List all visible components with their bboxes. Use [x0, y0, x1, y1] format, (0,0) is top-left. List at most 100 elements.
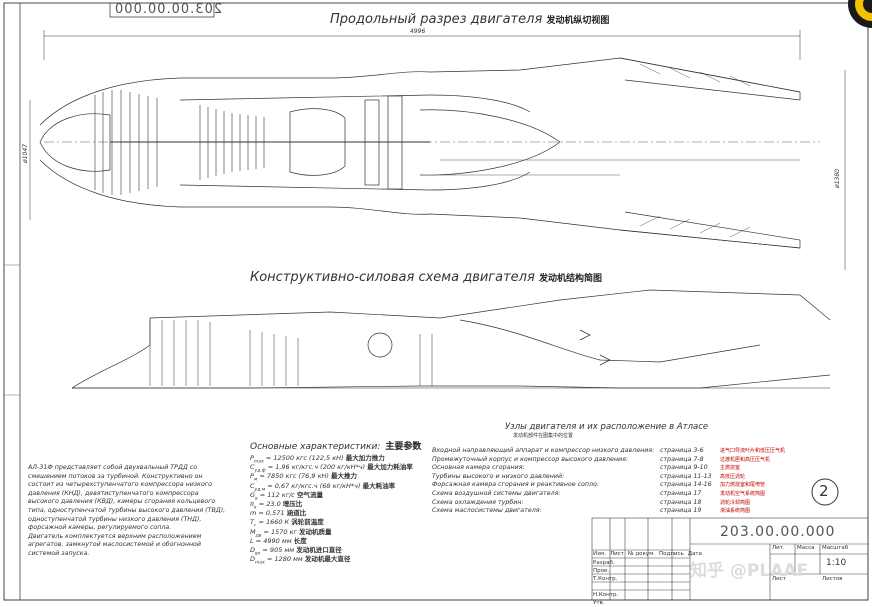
assembly-text: Схема охлаждения турбин: [432, 498, 524, 506]
seal-icon [848, 0, 872, 28]
spec-value: = 4990 мм [255, 536, 292, 545]
spec-row: Cуд.ф = 1,96 кг/кгс.ч (200 кг/кН*ч) 最大加力… [250, 463, 413, 474]
spec-symbol: C [250, 463, 255, 472]
spec-value: = 1,96 кг/кгс.ч (200 кг/кН*ч) [267, 463, 366, 472]
assembly-text: Входной направляющий аппарат и компрессо… [432, 447, 655, 454]
assembly-row: Схема маслосистемы двигателя: страница 19… [432, 507, 792, 516]
spec-subscript: уд.ф [254, 468, 266, 474]
assembly-text: Промежуточный корпус и компрессор высоко… [432, 455, 629, 463]
scheme-title-ru: Конструктивно-силовая схема двигателя [250, 270, 535, 285]
title-block-role: Разраб. [593, 560, 615, 566]
dimension-diameter-left: ø1047 [21, 144, 29, 163]
description-line: системой запуска. [28, 549, 90, 557]
assembly-row: Схема воздушной системы двигателя:страни… [432, 490, 792, 499]
spec-cn: 增压比 [282, 499, 303, 508]
spec-subscript: в [255, 496, 258, 502]
spec-row: πк = 23,0 增压比 [250, 499, 413, 511]
title-block-code: 203.00.00.000 [720, 524, 836, 540]
assembly-cn: 高低压涡轮 [720, 473, 746, 480]
scheme-title: Конструктивно-силовая схема двигателя 发动… [250, 270, 602, 285]
spec-symbol: G [250, 490, 256, 499]
assembly-page: страница 19 [660, 507, 702, 515]
spec-subscript: max [255, 560, 265, 566]
spec-subscript: вх [255, 551, 261, 557]
specs-heading-ru: Основные характеристики: [250, 442, 381, 452]
assembly-row: Турбины высокого и низкого давлений:стра… [432, 473, 792, 482]
title-block-role: Н.Контр. [593, 592, 619, 598]
assembly-cn: 进气口导流叶片和低压压气机 [720, 448, 786, 454]
spec-symbol: π [250, 499, 254, 508]
description-line: Двигатель комплектуется верхним располож… [28, 532, 202, 540]
structural-scheme-drawing [71, 289, 831, 389]
assembly-page: страница 3-6 [660, 447, 704, 454]
spec-value: = 0,571 [258, 509, 285, 518]
spec-value: = 1280 мм [266, 555, 303, 564]
assembly-text: Форсажная камера сгорания и реактивное с… [432, 481, 600, 489]
spec-row: L = 4990 мм 长度 [250, 537, 413, 546]
title-block-header: Масштаб [822, 545, 849, 551]
description-line: агрегатов, замкнутой маслосистемой и обо… [28, 541, 202, 549]
title-block-column-label: Изм. [593, 551, 606, 557]
assembly-page: страница 14-16 [660, 481, 712, 489]
title-block-role: Утв. [593, 600, 605, 606]
assembly-row: Форсажная камера сгорания и реактивное с… [432, 481, 792, 490]
watermark: 知乎 @PLAAF [690, 561, 809, 581]
spec-symbol: M [250, 527, 256, 536]
spec-symbol: L [250, 536, 254, 545]
spec-value: = 1570 кг [263, 527, 297, 536]
assembly-page: страница 11-13 [660, 472, 712, 480]
description-line: высокого давления (КВД), камеры сгорания… [28, 498, 216, 506]
title-block [591, 517, 869, 601]
spec-value: = 12500 кгс (122,5 кН) [265, 454, 344, 462]
spec-cn: 长度 [293, 536, 307, 545]
description-line: состоит из четырехступенчатого компрессо… [28, 481, 212, 489]
specs-heading: Основные характеристики: 主要参数 [250, 434, 421, 453]
assembly-cn: 发动机空气系统简图 [720, 490, 766, 497]
title-block-sheet: Лист [772, 576, 786, 582]
title-block-roles: Разраб. Пров. Т.Контр. Н.Контр. Утв. [593, 559, 618, 607]
assembly-cn: 主燃烧室 [720, 465, 741, 472]
assembly-row: Промежуточный корпус и компрессор высоко… [432, 456, 792, 465]
title-block-role: Т.Контр. [593, 576, 618, 582]
description-line: смешением потоков за турбиной. Конструкт… [28, 472, 203, 480]
spec-cn: 最大耗油率 [362, 481, 396, 490]
spec-row: Mдв = 1570 кг 发动机质量 [250, 527, 413, 538]
spec-subscript: г [253, 523, 257, 529]
assembly-row: Основная камера сгорания: страница 9-10 主燃… [432, 464, 792, 473]
dimension-diameter-right: ø1380 [833, 169, 841, 188]
specs-heading-cn: 主要参数 [385, 442, 422, 452]
title-block-role: Пров. [593, 568, 609, 574]
dimension-length: 4996 [410, 28, 426, 35]
assembly-text: Основная камера сгорания: [432, 464, 525, 472]
spec-symbol: P [250, 454, 254, 462]
spec-symbol: D [250, 545, 256, 554]
spec-value: = 7850 кгс (76,9 кН) [259, 472, 329, 481]
title-block-header: Лит. [772, 545, 785, 551]
spec-subscript: уд.м [254, 486, 266, 492]
assembly-heading-cn: 发动机部件在图集中的位置 [513, 433, 574, 439]
spec-subscript: max [253, 459, 264, 465]
section-title-ru: Продольный разрез двигателя [330, 12, 543, 27]
spec-row: Pmax = 12500 кгс (122,5 кН) 最大加力推力 [250, 454, 413, 465]
spec-cn: 最大推力 [331, 472, 358, 481]
spec-symbol: D [250, 555, 256, 564]
spec-symbol: P [250, 472, 254, 481]
spec-row: Cуд.м = 0,67 кг/кгс.ч (68 кг/кН*ч) 最大耗油率 [250, 481, 413, 492]
assembly-page: страница 9-10 [660, 464, 708, 472]
assembly-text: Схема маслосистемы двигателя: [432, 507, 542, 515]
spec-subscript: к [253, 505, 257, 511]
assembly-heading-ru: Узлы двигателя и их расположение в Атлас… [505, 422, 709, 432]
title-block-column-label: Лист [609, 551, 624, 557]
description-line: давления (КНД), девятиступенчатого компр… [28, 489, 199, 497]
assembly-cn: 加力燃烧室和尾喷管 [720, 482, 766, 489]
spec-row: Dвх = 905 мм 发动机进口直径 [250, 545, 413, 557]
spec-cn: 发动机进口直径 [296, 545, 342, 554]
engine-section-drawing [29, 30, 846, 270]
assembly-cn: 滑油系统简图 [720, 508, 751, 515]
title-block-role [593, 583, 618, 591]
title-block-sheets: Листов [822, 576, 843, 582]
engine-description: АЛ-31Ф представляет собой двухвальный ТР… [28, 464, 225, 559]
